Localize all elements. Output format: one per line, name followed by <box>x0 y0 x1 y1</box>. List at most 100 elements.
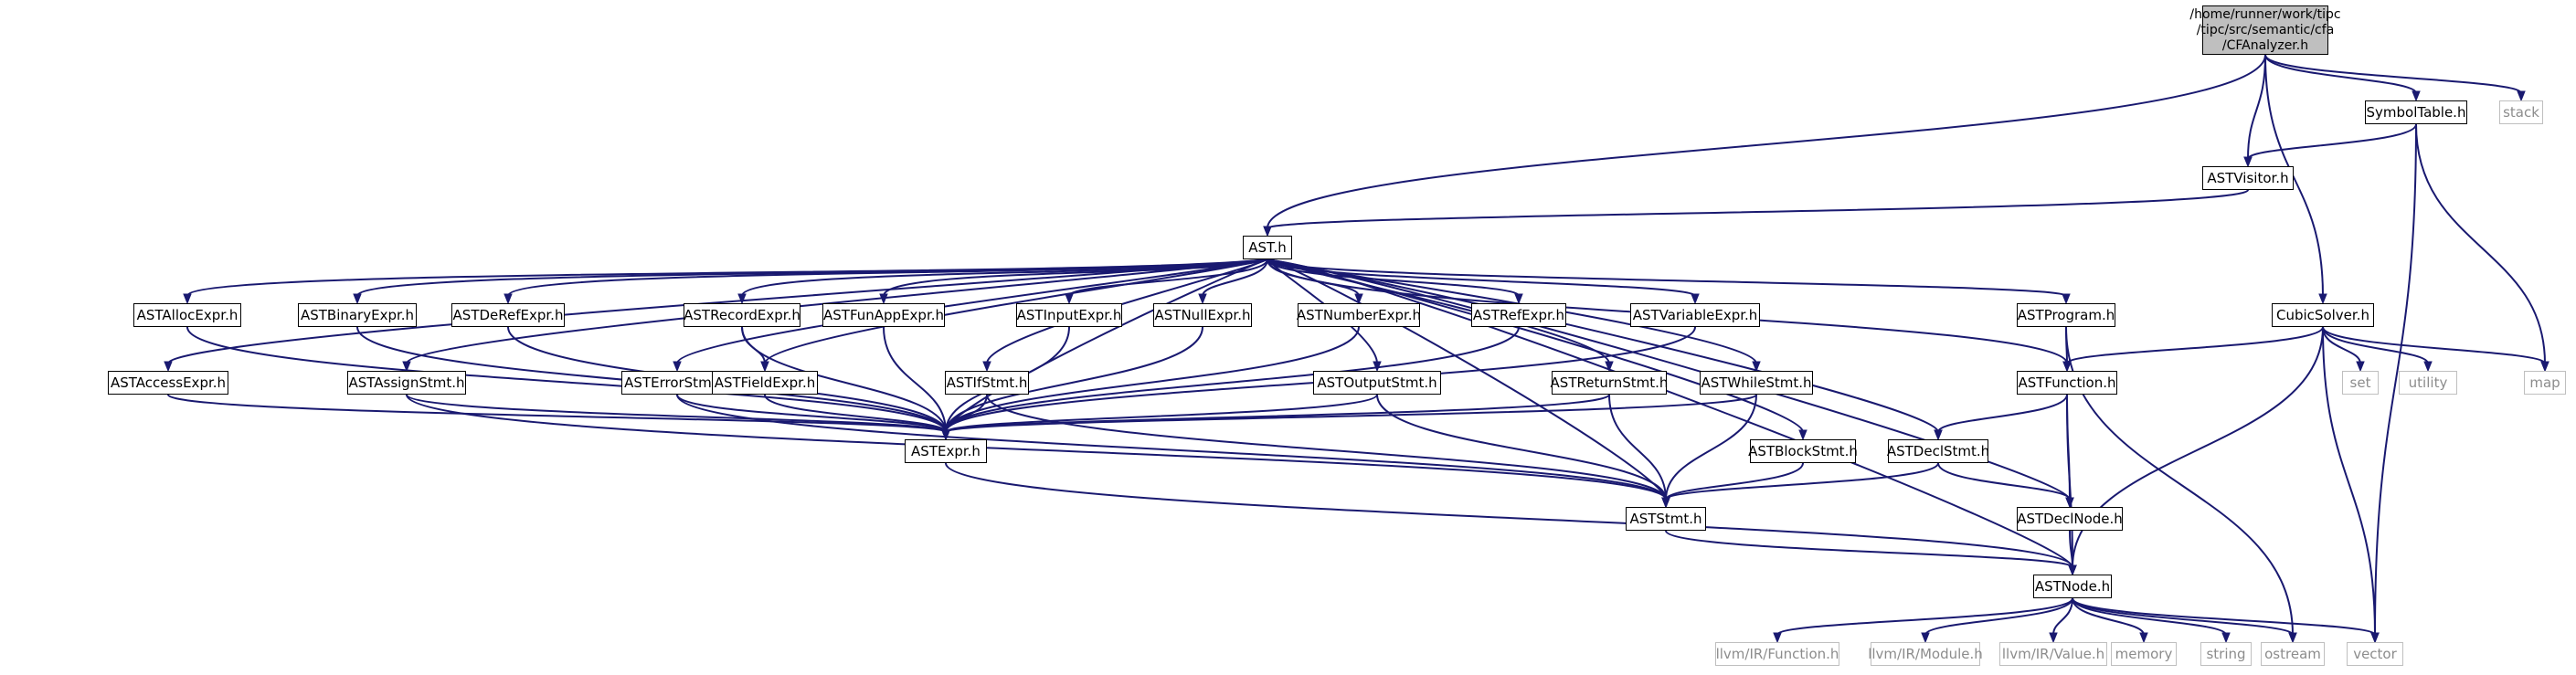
node-access[interactable]: ASTAccessExpr.h <box>108 371 228 395</box>
node-funapp[interactable]: ASTFunAppExpr.h <box>822 303 945 327</box>
edge-error-stmt <box>676 394 1667 501</box>
node-record[interactable]: ASTRecordExpr.h <box>684 303 800 327</box>
node-ostream[interactable]: ostream <box>2261 642 2325 666</box>
node-cubic[interactable]: CubicSolver.h <box>2272 303 2374 327</box>
root-path-line-1: /home/runner/work/tipc <box>2189 6 2341 22</box>
root-file-node[interactable]: /home/runner/work/tipc /tipc/src/semanti… <box>2189 5 2341 55</box>
edge-arrowhead-function-declstmt <box>1934 429 1943 441</box>
node-ast[interactable]: AST.h <box>1243 236 1292 259</box>
edge-assign-stmt <box>406 394 1667 501</box>
edge-arrowhead-ast-ref <box>1514 293 1523 305</box>
edge-ast-field <box>764 258 1268 364</box>
edge-block-stmt <box>1665 462 1804 501</box>
edge-stmt-node <box>1665 530 2073 568</box>
edge-declstmt-stmt <box>1665 462 1939 501</box>
node-if[interactable]: ASTIfStmt.h <box>945 371 1029 395</box>
node-null[interactable]: ASTNullExpr.h <box>1153 303 1252 327</box>
node-declstmt[interactable]: ASTDeclStmt.h <box>1887 439 1989 463</box>
node-visitor[interactable]: ASTVisitor.h <box>2202 166 2294 190</box>
edge-arrowhead-ast-binary <box>353 293 362 305</box>
edge-arrowhead-ast-assign <box>402 361 411 373</box>
edge-node-llvmmod <box>1924 597 2073 636</box>
edge-root-visitor <box>2247 54 2266 160</box>
edge-arrowhead-declstmt-stmt <box>1661 497 1670 509</box>
edge-arrowhead-ast-alloc <box>183 293 192 305</box>
edge-return-stmt <box>1608 394 1667 501</box>
edge-ast-null <box>1202 258 1268 297</box>
node-function[interactable]: ASTFunction.h <box>2017 371 2117 395</box>
node-set[interactable]: set <box>2342 371 2379 395</box>
edge-arrowhead-root-stack <box>2517 90 2526 102</box>
edge-number-expr <box>945 326 1360 433</box>
node-llvmmod[interactable]: llvm/IR/Module.h <box>1868 642 1983 666</box>
node-number[interactable]: ASTNumberExpr.h <box>1297 303 1421 327</box>
edge-arrowhead-ast-deref <box>504 293 513 305</box>
edge-arrowhead-record-field <box>760 361 769 373</box>
edge-declnode-node <box>2069 530 2073 568</box>
node-binary[interactable]: ASTBinaryExpr.h <box>298 303 417 327</box>
node-field[interactable]: ASTFieldExpr.h <box>712 371 818 395</box>
node-return[interactable]: ASTReturnStmt.h <box>1551 371 1668 395</box>
edge-arrowhead-ast-block <box>1798 429 1807 441</box>
node-output[interactable]: ASTOutputStmt.h <box>1313 371 1441 395</box>
edge-arrowhead-node-llvmmod <box>1921 632 1930 644</box>
edge-symtab-visitor <box>2247 123 2417 160</box>
edge-function-node <box>2066 394 2073 568</box>
edge-arrowhead-node-string <box>2221 632 2231 644</box>
edge-arrowhead-cubic-map <box>2540 361 2549 373</box>
edge-arrowhead-ast-input <box>1065 293 1074 305</box>
node-block[interactable]: ASTBlockStmt.h <box>1748 439 1858 463</box>
node-llvmfunc[interactable]: llvm/IR/Function.h <box>1715 642 1839 666</box>
node-declnode[interactable]: ASTDeclNode.h <box>2017 507 2123 531</box>
edge-arrowhead-ast-if <box>982 361 991 373</box>
edge-record-field <box>741 326 766 364</box>
edge-arrowhead-declnode-node <box>2068 564 2077 576</box>
node-stmt[interactable]: ASTStmt.h <box>1626 507 1706 531</box>
edge-symtab-vector <box>2374 123 2417 636</box>
edge-arrowhead-ast-record <box>737 293 747 305</box>
edge-arrowhead-ast-return <box>1605 361 1614 373</box>
edge-return-expr <box>945 394 1610 433</box>
edge-output-expr <box>945 394 1378 433</box>
edge-arrowhead-node-memory <box>2139 632 2148 644</box>
node-while[interactable]: ASTWhileStmt.h <box>1700 371 1813 395</box>
node-program[interactable]: ASTProgram.h <box>2017 303 2115 327</box>
edge-arrowhead-cubic-set <box>2356 361 2365 373</box>
node-ref[interactable]: ASTRefExpr.h <box>1471 303 1566 327</box>
node-stack[interactable]: stack <box>2499 100 2543 124</box>
node-map[interactable]: map <box>2524 371 2566 395</box>
node-variable[interactable]: ASTVariableExpr.h <box>1630 303 1760 327</box>
edge-root-cubic <box>2264 54 2324 297</box>
root-path-line-3: /CFAnalyzer.h <box>2221 37 2309 53</box>
edge-arrowhead-root-symtab <box>2412 90 2421 102</box>
node-input[interactable]: ASTInputExpr.h <box>1016 303 1122 327</box>
edge-visitor-ast <box>1267 189 2249 229</box>
dependency-edges <box>164 54 2549 644</box>
node-utility[interactable]: utility <box>2399 371 2457 395</box>
node-expr[interactable]: ASTExpr.h <box>905 439 987 463</box>
edge-cubic-function <box>2066 326 2324 364</box>
edge-arrowhead-ast-number <box>1354 293 1363 305</box>
node-node[interactable]: ASTNode.h <box>2033 575 2112 598</box>
node-deref[interactable]: ASTDeRefExpr.h <box>451 303 565 327</box>
edge-access-expr <box>167 394 947 433</box>
edge-node-llvmval <box>2052 597 2073 636</box>
edge-field-expr <box>764 394 947 433</box>
edge-null-expr <box>945 326 1203 433</box>
node-memory[interactable]: memory <box>2111 642 2177 666</box>
edge-arrowhead-ast-variable <box>1691 293 1700 305</box>
edge-arrowhead-ast-while <box>1752 361 1761 373</box>
node-alloc[interactable]: ASTAllocExpr.h <box>133 303 241 327</box>
edge-ast-alloc <box>186 258 1268 297</box>
edge-node-llvmfunc <box>1776 597 2073 636</box>
edge-while-expr <box>945 394 1757 433</box>
edge-arrowhead-visitor-ast <box>1263 226 1272 237</box>
node-symtab[interactable]: SymbolTable.h <box>2365 100 2467 124</box>
node-vector[interactable]: vector <box>2347 642 2403 666</box>
node-assign[interactable]: ASTAssignStmt.h <box>347 371 466 395</box>
edge-arrowhead-root-cubic <box>2318 293 2327 305</box>
node-string[interactable]: string <box>2200 642 2252 666</box>
edge-arrowhead-node-llvmfunc <box>1773 632 1782 644</box>
node-llvmval[interactable]: llvm/IR/Value.h <box>1999 642 2107 666</box>
edge-ast-node <box>1267 258 2073 568</box>
